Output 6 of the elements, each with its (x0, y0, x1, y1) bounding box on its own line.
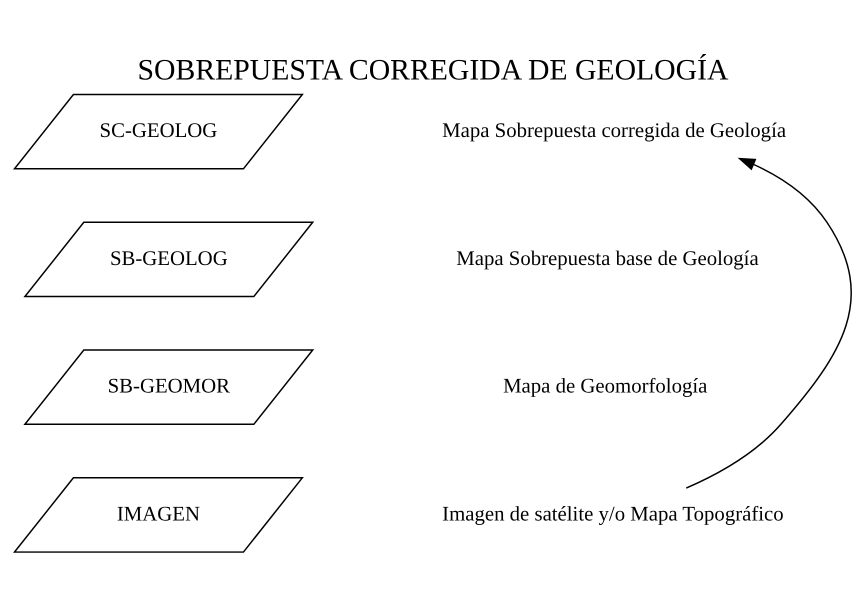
node-text: Mapa Sobrepuesta corregida de Geología (442, 118, 786, 142)
arrow (686, 157, 852, 488)
node-text: Mapa de Geomorfología (503, 374, 708, 398)
node-text: Imagen de satélite y/o Mapa Topográfico (442, 502, 784, 525)
diagram-title: SOBREPUESTA CORREGIDA DE GEOLOGÍA (138, 54, 728, 86)
node-text: Mapa Sobrepuesta base de Geología (456, 246, 759, 270)
